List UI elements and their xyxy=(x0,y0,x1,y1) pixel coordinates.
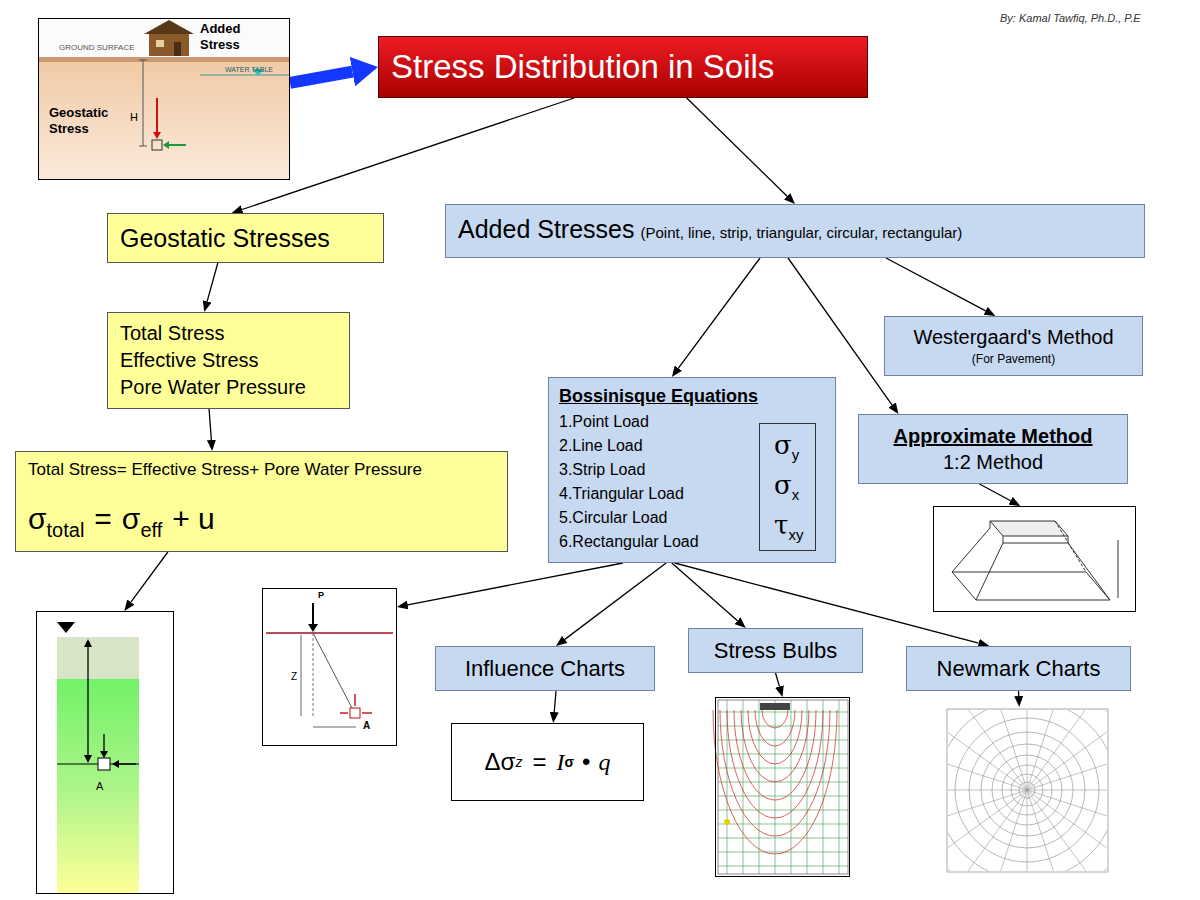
box-text: Stress Bulbs xyxy=(714,638,838,664)
box-text: 1:2 Method xyxy=(943,451,1043,474)
formula-subscript: total xyxy=(47,519,85,541)
process-box: Influence Charts xyxy=(435,646,655,691)
formula-symbol: σ xyxy=(28,502,47,535)
arrow-connector xyxy=(776,673,780,686)
formula-symbol: = xyxy=(532,748,546,776)
equation-text: Total Stress= Effective Stress+ Pore Wat… xyxy=(28,460,495,480)
box-text: Pore Water Pressure xyxy=(120,374,306,401)
box-text: (Point, line, strip, triangular, circula… xyxy=(641,224,963,241)
box-text: Newmark Charts xyxy=(937,656,1101,682)
arrow-connector xyxy=(408,563,623,605)
arrow-connector xyxy=(980,484,1011,501)
process-box: Newmark Charts xyxy=(906,646,1131,691)
process-box: Total StressEffective StressPore Water P… xyxy=(107,312,350,409)
arrow-connector xyxy=(886,258,986,311)
process-box: Stress Distribution in Soils xyxy=(378,36,868,98)
stress-subscript: xy xyxy=(788,526,803,543)
process-box: Approximate Method 1:2 Method xyxy=(858,414,1128,484)
annotation: WATER TABLE xyxy=(225,66,273,73)
picture-box xyxy=(945,707,1110,874)
box-heading: Bossinisque Equations xyxy=(559,386,825,407)
dimension-label: Z xyxy=(291,671,297,682)
process-box: Total Stress= Effective Stress+ Pore Wat… xyxy=(15,451,508,552)
stress-symbol: σ xyxy=(774,470,792,500)
process-box: Stress Bulbs xyxy=(688,628,863,673)
formula-symbol: I xyxy=(556,749,564,776)
formula-symbol: q xyxy=(598,749,610,776)
formula-subscript: σ xyxy=(564,754,574,770)
block-arrow xyxy=(290,72,352,83)
arrow-connector xyxy=(565,563,666,639)
soil-profile-sketch xyxy=(39,19,289,179)
process-box: Westergaard's Method (For Pavement) xyxy=(884,316,1143,376)
point-label: A xyxy=(96,780,103,792)
picture-box: Added StressGROUND SURFACE WATER TABLE Geo… xyxy=(38,18,290,180)
stress-bulb-chart xyxy=(713,700,848,874)
box-note: (For Pavement) xyxy=(972,352,1055,366)
box-heading: Approximate Method xyxy=(894,425,1093,448)
process-box: Δσz = Iσ • q xyxy=(451,723,644,801)
formula-subscript: eff xyxy=(140,519,162,541)
box-text: Effective Stress xyxy=(120,347,259,374)
arrow-connector xyxy=(687,98,787,196)
box-text: Total Stress xyxy=(120,320,224,347)
load-spread-sketch xyxy=(952,521,1118,600)
picture-box: A xyxy=(36,611,174,894)
arrow-connector xyxy=(672,563,738,621)
arrow-connector xyxy=(131,552,168,602)
process-box: Bossinisque Equations1.Point Load2.Line … xyxy=(548,377,836,563)
arrow-connector xyxy=(554,691,556,712)
picture-box xyxy=(715,697,850,877)
process-box: σyσxτxy xyxy=(759,423,816,551)
box-text: Geostatic Stresses xyxy=(120,224,330,253)
box-heading: Added Stresses xyxy=(458,215,635,243)
stress-symbol: σ xyxy=(774,430,792,460)
formula-symbol: = xyxy=(94,502,112,535)
process-box: Added Stresses (Point, line, strip, trian… xyxy=(445,204,1145,258)
dimension-label: H xyxy=(130,111,138,123)
formula-symbol: Δσ xyxy=(485,748,516,776)
newmark-frame xyxy=(947,709,1108,872)
arrow-connector xyxy=(678,258,760,368)
newmark-chart xyxy=(948,710,1107,871)
formula-subscript: z xyxy=(515,754,522,770)
picture-box: P Z A xyxy=(262,588,397,746)
annotation: GROUND SURFACE xyxy=(59,43,135,52)
point-load-sketch xyxy=(266,603,393,727)
arrow-connector xyxy=(1018,691,1020,696)
stress-subscript: x xyxy=(792,486,800,503)
box-heading: Westergaard's Method xyxy=(913,326,1113,349)
annotation: Added Stress xyxy=(200,21,260,52)
water-table-sketch xyxy=(57,622,139,894)
picture-box xyxy=(933,506,1136,612)
stress-symbol: τ xyxy=(774,510,788,540)
load-label: P xyxy=(318,590,324,600)
author-credit: By: Kamal Tawfiq, Ph.D., P.E xyxy=(1000,12,1141,24)
point-label: A xyxy=(363,720,370,731)
stress-subscript: y xyxy=(792,446,800,463)
title-text: Stress Distribution in Soils xyxy=(391,48,774,86)
formula-symbol: • xyxy=(582,748,590,776)
arrow-connector xyxy=(242,98,574,209)
process-box: Geostatic Stresses xyxy=(107,213,384,263)
arrow-connector xyxy=(207,263,218,301)
arrow-connector xyxy=(209,409,211,440)
annotation: Geostatic Stress xyxy=(49,105,119,136)
formula-symbol: σ xyxy=(122,502,141,535)
formula-symbol: + u xyxy=(172,502,215,535)
box-text: Influence Charts xyxy=(465,656,625,682)
